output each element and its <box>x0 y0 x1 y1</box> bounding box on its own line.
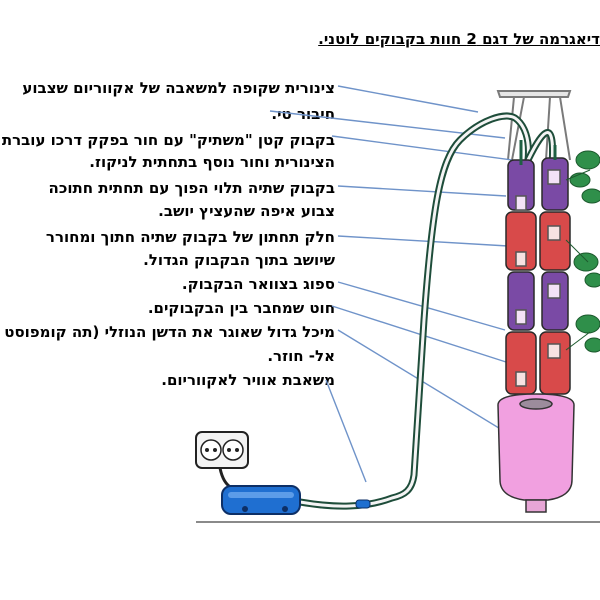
label-cut-bottom-2: שיושב בתוך הבקבוק הגדול. <box>143 251 335 269</box>
diagram-title: דיאגרמה של דגם 2 חוות בקבוקים לוטני. <box>318 30 600 48</box>
label-string: חוט שמחבר בין הבקבוקים. <box>147 299 335 317</box>
reservoir <box>497 393 575 513</box>
label-tee-connector: חיבור טי. <box>271 105 335 123</box>
pointer-arrows <box>269 85 513 483</box>
label-hanging-bottle: בקבוק שתיה תלוי הפוך עם תחתית חתוכה <box>48 179 335 197</box>
bottle-column-left <box>505 159 537 395</box>
air-tube <box>296 112 557 510</box>
hanger <box>496 90 572 161</box>
label-silencer-bottle: בקבוק קטן "משתיק" עם חור בפקק דרכו עוברת <box>1 131 335 149</box>
label-container-2: אל- חוזר. <box>267 347 335 365</box>
label-cut-bottom: חלק תחתון של בקבוק שתיה חתוך ומחורר <box>45 228 335 246</box>
power-outlet <box>195 431 249 490</box>
label-silencer-bottle-2: הצינורית וחור נוסף בתחתית לניקוז. <box>89 153 335 171</box>
bottle-column-right <box>539 157 571 395</box>
plants <box>565 150 600 353</box>
label-air-pump: משאבת אוויר לאקווריום. <box>161 371 335 389</box>
tube-connector <box>355 499 371 509</box>
air-pump <box>221 485 301 515</box>
label-sponge: ספוג בצוואר הבקבוק. <box>181 275 335 293</box>
label-transparent-tube: צינורית שקופה למשאבה של אקווריום שצבוע <box>22 79 335 97</box>
connecting-strings <box>519 140 557 165</box>
label-container: מיכל גדול שאוגר את הדשן הנוזלי (תה קומפו… <box>4 323 335 341</box>
label-hanging-bottle-2: צבוע איפה שהעציץ יושב. <box>158 202 335 220</box>
